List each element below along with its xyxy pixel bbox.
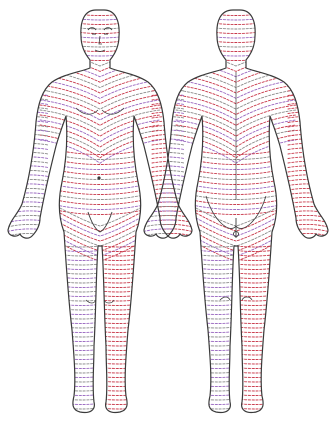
front-navel xyxy=(97,176,100,179)
